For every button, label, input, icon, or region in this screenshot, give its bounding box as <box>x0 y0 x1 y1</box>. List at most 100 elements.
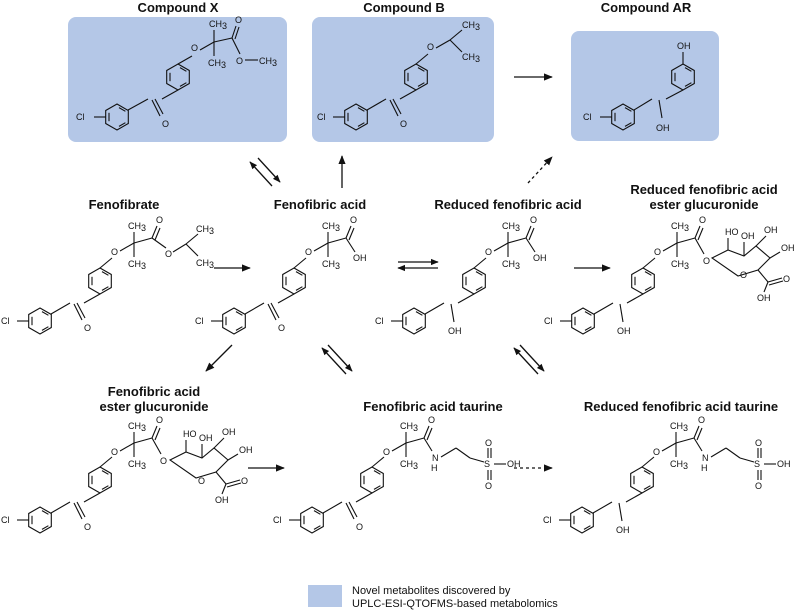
novel-box-compound-ar <box>571 31 719 141</box>
legend-line-2: UPLC-ESI-QTOFMS-based metabolomics <box>352 598 558 610</box>
arrow-acid-to-x <box>249 161 273 187</box>
svg-text:OH: OH <box>757 293 771 303</box>
title-compound-ar: Compound AR <box>600 0 692 15</box>
label-o: O <box>191 43 198 53</box>
svg-text:O: O <box>740 270 747 280</box>
svg-text:O: O <box>485 247 492 257</box>
svg-text:3: 3 <box>272 58 277 68</box>
arrow-reduced-to-ar <box>527 156 553 184</box>
svg-text:OH: OH <box>781 243 795 253</box>
svg-text:N: N <box>432 453 439 463</box>
svg-text:O: O <box>350 215 357 225</box>
title-compound-b: Compound B <box>363 0 445 15</box>
title-ff-taurine: Fenofibric acid taurine <box>363 399 503 414</box>
svg-text:3: 3 <box>141 223 146 233</box>
svg-text:CH: CH <box>128 221 141 231</box>
svg-text:O: O <box>356 522 363 532</box>
legend-swatch <box>308 585 342 607</box>
reaction-arrows <box>205 73 611 472</box>
svg-text:CH: CH <box>259 56 272 66</box>
svg-text:3: 3 <box>141 461 146 471</box>
svg-text:OH: OH <box>616 525 630 535</box>
svg-text:OH: OH <box>239 445 253 455</box>
svg-text:Cl: Cl <box>273 515 282 525</box>
svg-text:3: 3 <box>335 223 340 233</box>
svg-text:O: O <box>485 438 492 448</box>
arrow-reduced-taurine-to-reduced <box>513 347 539 375</box>
structure-compound-ar: OH Cl OH <box>583 41 695 133</box>
svg-text:3: 3 <box>209 226 214 236</box>
svg-text:O: O <box>383 447 390 457</box>
svg-text:O: O <box>755 481 762 491</box>
svg-text:OH: OH <box>199 433 213 443</box>
arrow-x-to-acid <box>257 157 281 183</box>
svg-text:OH: OH <box>533 253 547 263</box>
svg-text:CH: CH <box>128 459 141 469</box>
svg-text:HO: HO <box>183 429 197 439</box>
svg-text:CH: CH <box>322 259 335 269</box>
svg-text:O: O <box>400 119 407 129</box>
arrow-acid-to-taurine <box>327 344 353 372</box>
svg-text:O: O <box>755 438 762 448</box>
svg-text:CH: CH <box>502 221 515 231</box>
svg-text:Cl: Cl <box>1 316 10 326</box>
novel-box-compound-b <box>312 17 494 142</box>
svg-text:Cl: Cl <box>544 316 553 326</box>
svg-text:CH: CH <box>671 259 684 269</box>
svg-text:OH: OH <box>617 326 631 336</box>
svg-text:CH: CH <box>400 421 413 431</box>
svg-text:O: O <box>278 323 285 333</box>
svg-text:O: O <box>699 215 706 225</box>
svg-text:O: O <box>698 415 705 425</box>
svg-text:OH: OH <box>741 231 755 241</box>
svg-text:OH: OH <box>764 225 778 235</box>
svg-text:Cl: Cl <box>195 316 204 326</box>
svg-text:3: 3 <box>515 223 520 233</box>
svg-text:Cl: Cl <box>543 515 552 525</box>
svg-text:O: O <box>236 56 243 66</box>
svg-text:O: O <box>111 247 118 257</box>
svg-text:O: O <box>428 415 435 425</box>
svg-text:CH: CH <box>196 258 209 268</box>
svg-text:OH: OH <box>222 427 236 437</box>
label-cl: Cl <box>76 112 85 122</box>
svg-text:S: S <box>484 459 490 469</box>
svg-text:H: H <box>431 463 438 473</box>
title-fenofibric-acid: Fenofibric acid <box>273 197 367 212</box>
svg-text:O: O <box>165 249 172 259</box>
svg-text:CH: CH <box>670 459 683 469</box>
arrow-taurine-to-acid <box>321 347 347 375</box>
title-fenofibrate: Fenofibrate <box>88 197 160 212</box>
svg-text:CH: CH <box>462 20 475 30</box>
svg-text:O: O <box>160 456 167 466</box>
title-ff-glucuronide-1: Fenofibric acid <box>107 384 201 399</box>
legend-text: Novel metabolites discovered by UPLC-ESI… <box>352 585 558 611</box>
svg-text:O: O <box>783 274 790 284</box>
svg-text:CH: CH <box>670 421 683 431</box>
svg-text:O: O <box>653 447 660 457</box>
svg-text:3: 3 <box>221 60 226 70</box>
svg-text:O: O <box>305 247 312 257</box>
svg-text:3: 3 <box>684 223 689 233</box>
title-reduced-glucuronide-2: ester glucuronide <box>649 197 759 212</box>
svg-text:OH: OH <box>677 41 691 51</box>
svg-text:HO: HO <box>725 227 739 237</box>
svg-text:O: O <box>84 323 91 333</box>
svg-text:OH: OH <box>777 459 791 469</box>
svg-text:S: S <box>754 459 760 469</box>
svg-text:O: O <box>198 476 205 486</box>
svg-text:O: O <box>703 256 710 266</box>
svg-text:3: 3 <box>475 22 480 32</box>
svg-text:O: O <box>111 447 118 457</box>
svg-text:CH: CH <box>128 259 141 269</box>
svg-text:CH: CH <box>209 19 222 29</box>
